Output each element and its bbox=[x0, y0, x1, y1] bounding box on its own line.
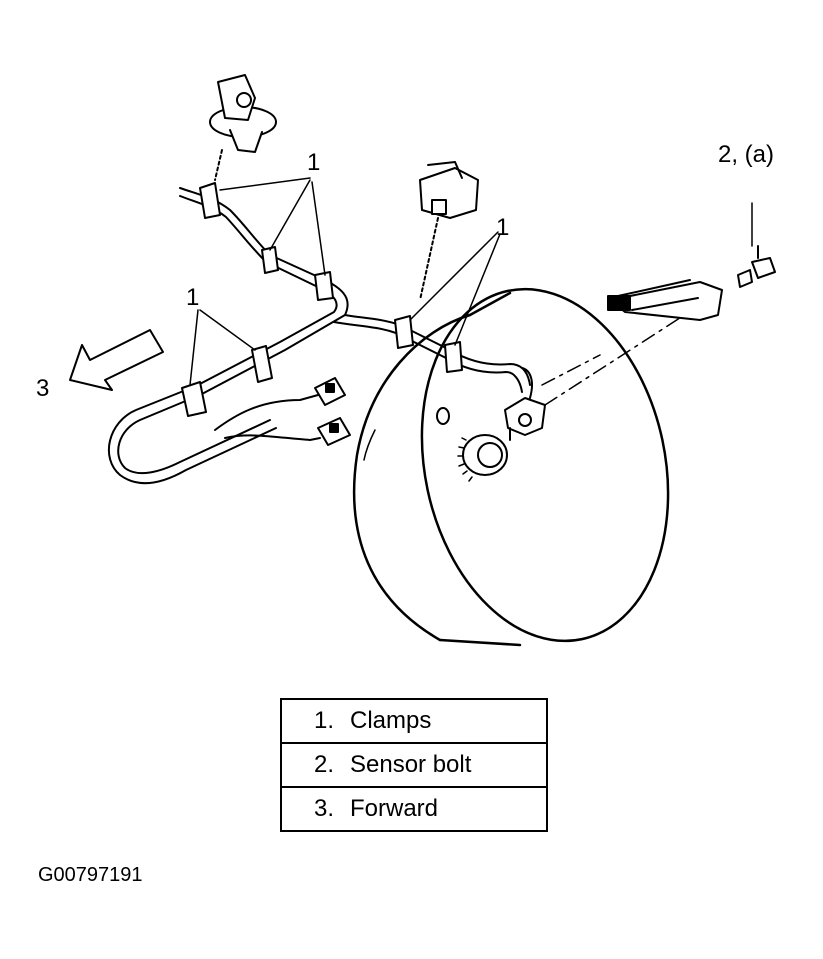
forward-arrow-icon bbox=[69, 329, 164, 391]
harness-connector-upper bbox=[314, 377, 346, 406]
assembly-centerline bbox=[544, 304, 701, 406]
callout-forward: 3 bbox=[36, 375, 49, 402]
wheel-speed-sensor bbox=[504, 367, 546, 441]
sensor-rotor bbox=[457, 434, 508, 482]
legend-table: 1. Clamps 2. Sensor bolt 3. Forward bbox=[280, 698, 548, 832]
harness-connector-lower bbox=[317, 417, 351, 446]
retaining-clip bbox=[607, 279, 723, 321]
sensor-bolt bbox=[737, 202, 776, 288]
callout-clamps-left: 1 bbox=[186, 284, 199, 311]
legend-row: 1. Clamps bbox=[280, 698, 548, 744]
callout-clamps-top: 1 bbox=[307, 149, 320, 176]
callout-sensor-bolt: 2, (a) bbox=[718, 141, 774, 168]
legend-number: 2. bbox=[313, 751, 334, 778]
clamp-marks bbox=[181, 182, 463, 417]
wheel-drum bbox=[352, 287, 670, 647]
legend-number: 3. bbox=[313, 795, 334, 822]
legend-label: Forward bbox=[350, 795, 439, 822]
legend-row: 3. Forward bbox=[280, 786, 548, 832]
legend-label: Clamps bbox=[350, 707, 432, 734]
callout-leaders bbox=[189, 177, 501, 386]
legend-number: 1. bbox=[313, 707, 334, 734]
clamp-detail-upper-middle bbox=[419, 161, 479, 301]
o-ring bbox=[436, 407, 450, 425]
callout-clamps-middle: 1 bbox=[496, 214, 509, 241]
legend-label: Sensor bolt bbox=[350, 751, 472, 778]
wire-harness bbox=[107, 187, 531, 485]
legend-row: 2. Sensor bolt bbox=[280, 742, 548, 788]
figure-id: G00797191 bbox=[38, 864, 143, 886]
clamp-detail-upper-left bbox=[209, 74, 277, 181]
